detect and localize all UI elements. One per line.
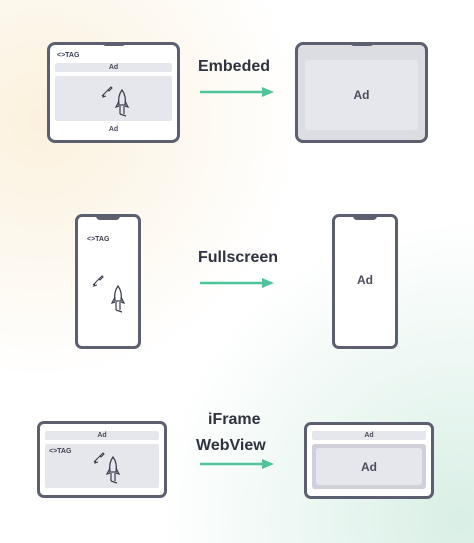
- phone-notch: [353, 214, 377, 220]
- iframe-ad-container: Ad: [312, 444, 426, 489]
- embedded-ad: Ad: [305, 60, 418, 130]
- top-ad-banner: Ad: [312, 431, 426, 440]
- tablet-before-embeded: <>TAG Ad Ad: [47, 42, 180, 143]
- rocket-icon: [110, 284, 126, 313]
- phone-notch: [96, 214, 120, 220]
- phone-after-fullscreen: Ad: [332, 214, 398, 349]
- fullscreen-label: Fullscreen: [198, 249, 279, 266]
- pen-nib-icon: [92, 275, 104, 287]
- rocket-icon: [114, 88, 130, 117]
- top-ad-banner: Ad: [45, 431, 159, 440]
- tablet-camera-notch: [102, 42, 126, 46]
- iframe-label: iFrame: [208, 411, 261, 428]
- tablet-before-iframe: Ad <>TAG: [37, 421, 167, 498]
- arrow-right-icon: [200, 459, 274, 469]
- tablet-after-iframe: Ad Ad: [304, 422, 434, 499]
- content-area: [55, 76, 172, 121]
- top-ad-banner: Ad: [55, 63, 172, 72]
- fullscreen-ad: Ad: [357, 273, 373, 287]
- code-tag-label: <>TAG: [87, 236, 110, 243]
- tablet-camera-notch: [350, 42, 374, 46]
- code-tag-label: <>TAG: [49, 448, 72, 455]
- iframe-ad: Ad: [316, 448, 422, 485]
- content-area: <>TAG: [45, 444, 159, 488]
- pen-nib-icon: [101, 86, 113, 98]
- arrow-right-icon: [200, 87, 274, 97]
- arrow-right-icon: [200, 278, 274, 288]
- embeded-label: Embeded: [198, 58, 271, 75]
- phone-before-fullscreen: <>TAG: [75, 214, 141, 349]
- pen-nib-icon: [93, 452, 105, 464]
- tablet-after-embeded: Ad: [295, 42, 428, 143]
- webview-label: WebView: [196, 437, 266, 454]
- code-tag-label: <>TAG: [57, 52, 80, 59]
- bottom-ad-banner: Ad: [108, 126, 119, 133]
- rocket-icon: [105, 455, 121, 484]
